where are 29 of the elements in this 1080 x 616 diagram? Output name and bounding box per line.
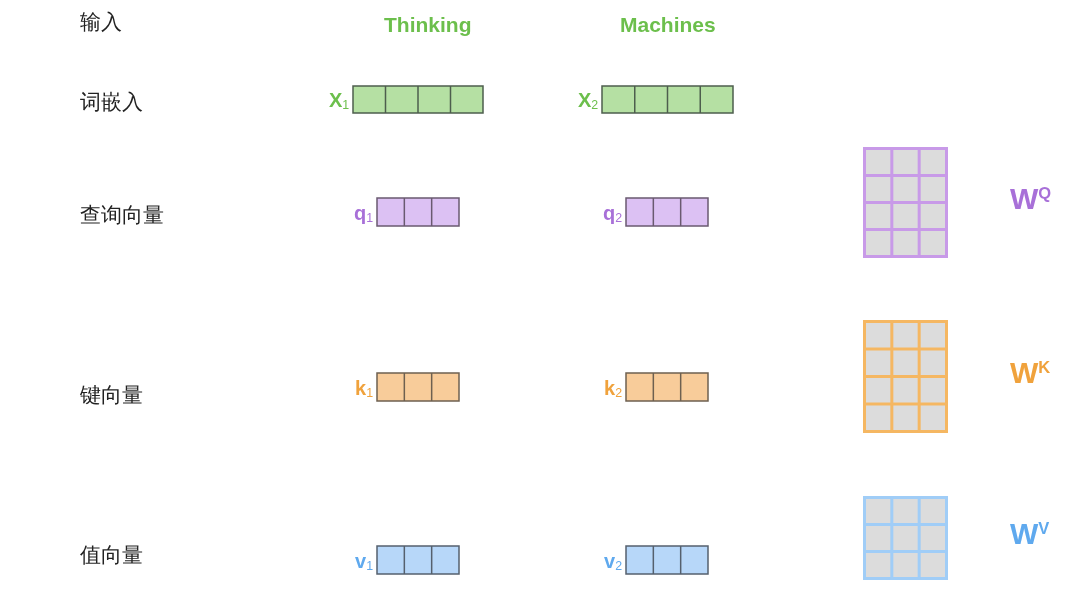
vector-bar	[625, 372, 709, 402]
weight-matrix	[862, 495, 948, 580]
row-label: 值向量	[80, 543, 143, 568]
matrix-name: W$^{K}$	[1010, 355, 1051, 390]
word-label: Thinking	[384, 13, 472, 38]
vector-name: X$_{2}$	[578, 89, 599, 112]
vector-name: k$_{1}$	[355, 376, 374, 400]
vector-bar	[601, 85, 734, 114]
vector-bar	[352, 85, 484, 114]
weight-matrix	[862, 319, 948, 433]
vector-bar	[625, 545, 709, 575]
vector-name: v$_{1}$	[355, 549, 374, 573]
matrix-name: W$^{V}$	[1010, 517, 1050, 552]
row-label: 查询向量	[80, 203, 164, 228]
row-label: 键向量	[80, 383, 143, 408]
vector-bar	[376, 197, 460, 227]
vector-name: k$_{2}$	[604, 376, 623, 400]
vector-bar	[625, 197, 709, 227]
vector-name: X$_{1}$	[329, 89, 350, 112]
row-label: 词嵌入	[80, 90, 143, 115]
vector-name: v$_{2}$	[604, 549, 623, 573]
weight-matrix	[862, 146, 948, 258]
word-label: Machines	[620, 13, 716, 38]
vector-name: q$_{2}$	[603, 201, 623, 225]
matrix-name: W$^{Q}$	[1010, 181, 1052, 216]
vector-bar	[376, 372, 460, 402]
vector-bar	[376, 545, 460, 575]
vector-name: q$_{1}$	[354, 201, 374, 225]
row-label: 输入	[80, 10, 122, 35]
